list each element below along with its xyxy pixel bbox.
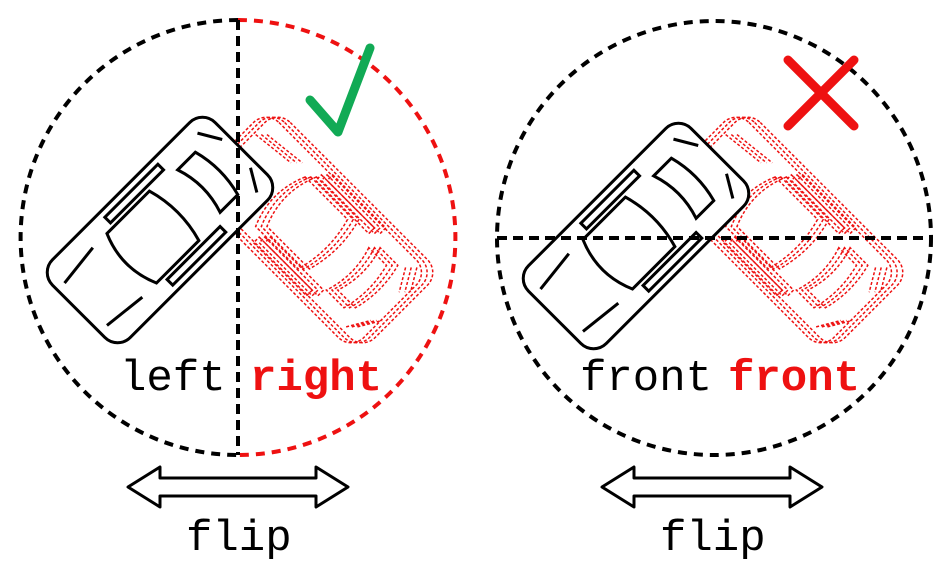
original-car: [38, 108, 282, 352]
label-right: right: [250, 354, 382, 404]
circle-left-half: [18, 18, 239, 457]
left-panel: left right flip: [18, 18, 458, 563]
label-left: left: [120, 354, 226, 404]
double-arrow-icon: [600, 465, 824, 509]
right-panel: front front flip: [495, 19, 933, 563]
label-front-original: front: [580, 354, 712, 404]
circle-right-half: [237, 18, 458, 457]
flip-label-left: flip: [186, 514, 292, 563]
label-front-flipped: front: [728, 354, 860, 404]
cross-mark-icon: [783, 55, 859, 131]
flip-label-right: flip: [660, 514, 766, 563]
double-arrow-icon: [126, 465, 350, 509]
check-mark-icon: [305, 43, 375, 137]
